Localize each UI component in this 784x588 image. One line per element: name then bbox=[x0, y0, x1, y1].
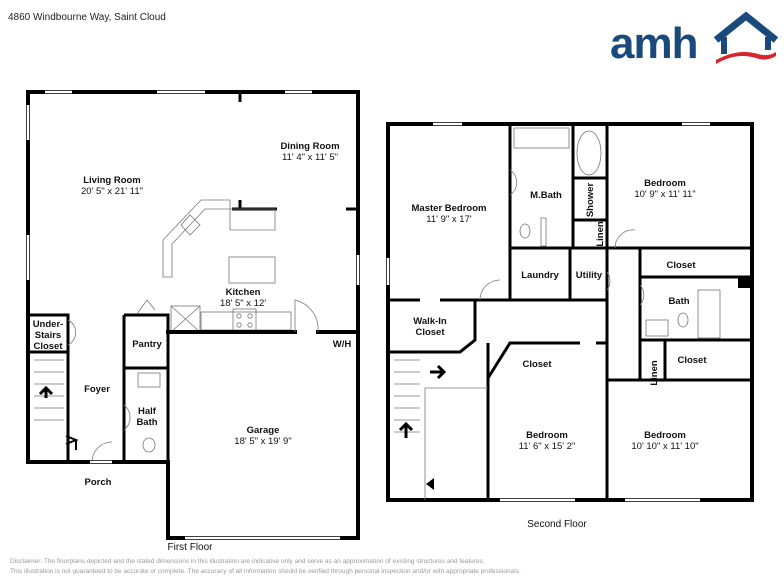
room-label-dining: Dining Room bbox=[280, 141, 339, 152]
room-label-water-heater: W/H bbox=[333, 339, 352, 350]
room-label-under-stairs: Closet bbox=[33, 341, 63, 352]
svg-text:amh: amh bbox=[610, 19, 697, 66]
room-dims-bedroom-se: 10' 10" x 11' 10" bbox=[631, 441, 698, 452]
room-label-pantry: Pantry bbox=[132, 339, 162, 350]
room-dims-master-bedroom: 11' 9" x 17' bbox=[426, 214, 472, 225]
room-label-closet: Closet bbox=[666, 260, 696, 271]
property-address: 4860 Windbourne Way, Saint Cloud bbox=[8, 12, 166, 23]
room-label-closet: Closet bbox=[677, 355, 707, 366]
room-label-garage: Garage bbox=[247, 425, 280, 436]
floor-label-second: Second Floor bbox=[527, 519, 587, 530]
room-label-bedroom-ne: Bedroom bbox=[644, 178, 686, 189]
amh-logo: amh bbox=[610, 11, 778, 66]
room-label-half-bath: Bath bbox=[136, 417, 157, 428]
room-label-walk-in-closet: Walk-In bbox=[413, 316, 447, 327]
room-dims-dining: 11' 4" x 11' 5" bbox=[282, 152, 338, 163]
room-dims-bedroom-mid: 11' 6" x 15' 2" bbox=[519, 441, 576, 452]
room-label-bedroom-mid: Bedroom bbox=[526, 430, 568, 441]
room-label-master-bath: M.Bath bbox=[530, 190, 562, 201]
room-label-bedroom-se: Bedroom bbox=[644, 430, 686, 441]
room-dims-living: 20' 5" x 21' 11" bbox=[81, 186, 143, 197]
room-label-bath: Bath bbox=[668, 296, 689, 307]
disclaimer: Disclaimer: The floorplans depicted and … bbox=[10, 557, 521, 577]
room-label-under-stairs: Under- bbox=[33, 319, 64, 330]
room-label-under-stairs: Stairs bbox=[35, 330, 61, 341]
room-label-walk-in-closet: Closet bbox=[415, 327, 445, 338]
disclaimer-line-2: This illustration is not guaranteed to b… bbox=[10, 568, 521, 575]
room-label-laundry: Laundry bbox=[521, 270, 559, 281]
room-label-kitchen: Kitchen bbox=[226, 287, 261, 298]
room-dims-bedroom-ne: 10' 9" x 11' 11" bbox=[634, 189, 695, 200]
room-label-utility: Utility bbox=[576, 270, 603, 281]
second-floor-plan: Master Bedroom 11' 9" x 17' M.Bath Showe… bbox=[386, 122, 754, 530]
room-dims-kitchen: 18' 5" x 12' bbox=[220, 298, 266, 309]
room-label-linen: Linen bbox=[595, 221, 606, 247]
room-label-shower: Shower bbox=[585, 183, 596, 218]
disclaimer-line-1: Disclaimer: The floorplans depicted and … bbox=[10, 558, 485, 565]
room-label-half-bath: Half bbox=[138, 406, 157, 417]
floor-label-first: First Floor bbox=[168, 542, 214, 553]
room-label-master-bedroom: Master Bedroom bbox=[412, 203, 487, 214]
room-label-porch: Porch bbox=[85, 477, 112, 488]
room-label-foyer: Foyer bbox=[84, 384, 110, 395]
first-floor-plan: Dining Room 11' 4" x 11' 5" Living Room … bbox=[26, 90, 360, 553]
room-label-closet: Closet bbox=[522, 359, 552, 370]
room-label-linen: Linen bbox=[649, 360, 660, 386]
room-label-living: Living Room bbox=[83, 175, 141, 186]
room-dims-garage: 18' 5" x 19' 9" bbox=[234, 436, 291, 447]
